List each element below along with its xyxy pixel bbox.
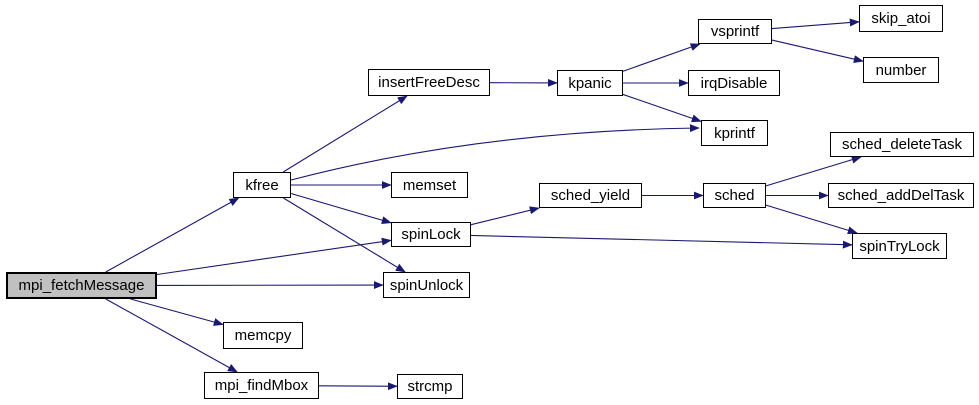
edge-mpi_fetchMessage-to-kfree [105,197,240,273]
graph-node-insertFreeDesc[interactable]: insertFreeDesc [368,69,490,96]
edge-kfree-to-insertFreeDesc [282,95,408,173]
graph-node-sched_yield[interactable]: sched_yield [539,183,642,208]
graph-node-memset[interactable]: memset [391,172,468,198]
graph-node-skip_atoi[interactable]: skip_atoi [859,5,943,32]
graph-node-kprintf[interactable]: kprintf [701,120,768,146]
graph-node-spinUnlock[interactable]: spinUnlock [383,272,470,298]
graph-node-number[interactable]: number [863,57,939,83]
graph-node-sched[interactable]: sched [703,183,766,208]
graph-node-spinTryLock[interactable]: spinTryLock [852,233,947,259]
graph-node-irqDisable[interactable]: irqDisable [688,70,780,96]
graph-node-strcmp[interactable]: strcmp [397,374,463,399]
edge-kpanic-to-vsprintf [622,43,701,72]
edge-kfree-to-spinLock [290,192,392,225]
edge-sched-to-sched_deleteTask [765,155,862,187]
edge-vsprintf-to-number [771,39,864,64]
edge-mpi_fetchMessage-to-spinLock [156,237,392,276]
graph-node-vsprintf[interactable]: vsprintf [698,19,772,44]
edge-spinLock-to-sched_yield [470,206,540,226]
graph-node-memcpy[interactable]: memcpy [223,322,303,349]
graph-node-kfree[interactable]: kfree [233,172,291,198]
graph-node-spinLock[interactable]: spinLock [391,222,471,247]
edge-vsprintf-to-skip_atoi [771,18,860,30]
graph-node-kpanic[interactable]: kpanic [557,70,623,96]
edge-sched-to-spinTryLock [765,204,858,235]
edge-kfree-to-kprintf [290,124,700,181]
graph-node-sched_deleteTask[interactable]: sched_deleteTask [830,132,974,157]
graph-node-mpi_findMbox[interactable]: mpi_findMbox [204,372,319,399]
edge-spinLock-to-spinTryLock [470,234,853,249]
graph-node-mpi_fetchMessage[interactable]: mpi_fetchMessage [6,272,157,299]
edge-kfree-to-spinUnlock [283,197,406,273]
edge-kpanic-to-kprintf [622,93,702,123]
graph-node-sched_addDelTask[interactable]: sched_addDelTask [828,183,974,208]
edge-mpi_fetchMessage-to-mpi_findMbox [105,298,238,373]
edge-mpi_fetchMessage-to-memcpy [130,298,224,326]
